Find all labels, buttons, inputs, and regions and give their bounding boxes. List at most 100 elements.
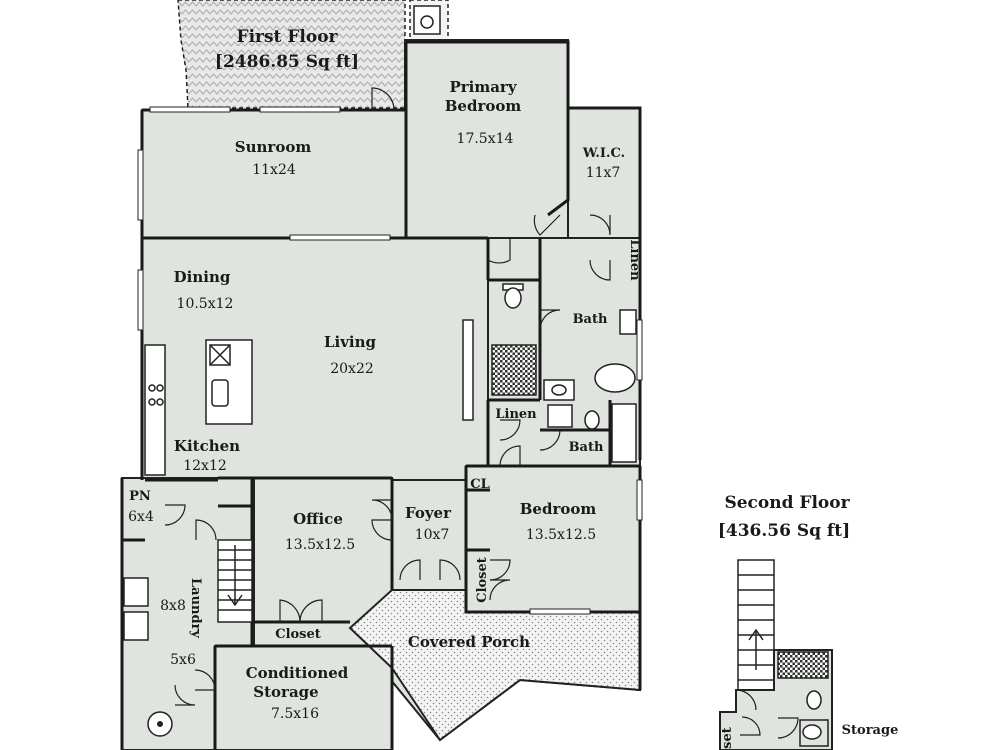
door xyxy=(777,717,799,739)
primary-bedroom-dims: 17.5x14 xyxy=(457,131,514,147)
rear-patio xyxy=(177,0,406,109)
washer xyxy=(123,577,149,607)
mudroom-dims: 5x6 xyxy=(170,652,196,668)
door xyxy=(439,559,461,581)
second-floor-stair-treads xyxy=(738,574,774,681)
counter-left xyxy=(144,344,166,476)
door xyxy=(194,669,216,691)
dining-label: Dining xyxy=(174,268,231,286)
grill-burner xyxy=(420,15,434,29)
fireplace xyxy=(462,319,474,421)
island-sink xyxy=(211,379,229,407)
door xyxy=(589,259,611,281)
door xyxy=(371,87,395,111)
door xyxy=(164,504,186,526)
foyer-label: Foyer xyxy=(405,504,452,522)
vanity-sink xyxy=(551,384,567,396)
linen-upper-label: Linen xyxy=(627,239,642,281)
window xyxy=(259,106,341,113)
covered-porch-label: Covered Porch xyxy=(408,633,530,651)
room-block-wic xyxy=(567,107,641,259)
door xyxy=(489,579,511,601)
tub-lower xyxy=(611,403,637,463)
office-dims: 13.5x12.5 xyxy=(285,537,355,553)
living-dims: 20x22 xyxy=(330,361,374,377)
window xyxy=(529,608,591,615)
door xyxy=(735,689,757,711)
cl-label: CL xyxy=(470,477,490,492)
sunroom-label: Sunroom xyxy=(235,138,312,156)
shower xyxy=(491,344,537,396)
linen-lower-label: Linen xyxy=(495,407,537,422)
sunroom-dims: 11x24 xyxy=(252,162,296,178)
second-floor-area: [436.56 Sq ft] xyxy=(718,521,850,541)
burner xyxy=(156,398,164,406)
office-label: Office xyxy=(293,510,343,528)
wic-dims: 11x7 xyxy=(586,165,621,181)
burner xyxy=(156,384,164,392)
dining-dims: 10.5x12 xyxy=(177,296,234,312)
door xyxy=(539,309,561,331)
toilet-lower xyxy=(584,410,600,430)
dryer xyxy=(123,611,149,641)
conditioned-storage-label-1: Conditioned xyxy=(246,664,349,682)
toilet-bowl xyxy=(504,287,522,309)
window xyxy=(636,479,643,521)
pn-dims: 6x4 xyxy=(128,509,154,525)
door xyxy=(174,684,196,706)
wic-label: W.I.C. xyxy=(582,146,625,161)
door xyxy=(299,599,323,623)
bath-second-label: Bath xyxy=(569,440,604,455)
cooktop-x xyxy=(209,344,231,366)
door xyxy=(399,559,421,581)
door xyxy=(499,445,521,467)
door xyxy=(487,238,511,264)
first-floor-title: First Floor xyxy=(237,27,339,47)
window xyxy=(137,149,144,221)
burner xyxy=(148,384,156,392)
foyer-dims: 10x7 xyxy=(415,527,450,543)
kitchen-dims: 12x12 xyxy=(183,458,227,474)
door xyxy=(589,214,611,236)
second-floor-shower xyxy=(777,651,829,679)
bath-primary-label: Bath xyxy=(573,312,608,327)
stair-treads xyxy=(218,545,252,611)
second-floor-sink xyxy=(802,724,822,740)
closet-bedroom-label: Closet xyxy=(475,557,490,603)
bedroom-dims: 13.5x12.5 xyxy=(526,527,596,543)
sink-wic xyxy=(619,309,637,335)
door xyxy=(371,499,393,521)
laundry-dims: 8x8 xyxy=(160,598,186,614)
room-block-living xyxy=(141,237,489,481)
laundry-label: Laundry xyxy=(188,578,203,638)
second-floor-title: Second Floor xyxy=(724,493,850,513)
second-floor-stairs xyxy=(737,559,775,691)
door xyxy=(371,519,393,541)
conditioned-storage-label-2: Storage xyxy=(253,683,318,701)
room-block-left xyxy=(141,109,409,239)
second-floor-sink-counter xyxy=(799,719,829,747)
primary-bedroom-label-1: Primary xyxy=(449,78,517,96)
second-floor-toilet xyxy=(806,690,822,710)
window xyxy=(137,269,144,331)
pn-label: PN xyxy=(129,489,151,504)
door xyxy=(740,716,761,736)
door xyxy=(499,419,521,441)
conditioned-storage-dims: 7.5x16 xyxy=(271,706,319,722)
living-label: Living xyxy=(324,333,377,351)
closet-second-label: Closet xyxy=(720,727,735,750)
primary-bedroom-label-2: Bedroom xyxy=(445,97,522,115)
window xyxy=(636,319,643,381)
door xyxy=(533,214,561,236)
closet-office-label: Closet xyxy=(275,627,321,642)
bedroom-label: Bedroom xyxy=(520,500,597,518)
door xyxy=(539,429,561,451)
burner xyxy=(148,398,156,406)
vanity-lower xyxy=(547,404,573,428)
window xyxy=(289,234,391,241)
bathtub xyxy=(594,363,636,393)
first-floor-area: [2486.85 Sq ft] xyxy=(215,52,359,72)
door xyxy=(195,519,217,541)
storage-second-label: Storage xyxy=(842,723,899,738)
